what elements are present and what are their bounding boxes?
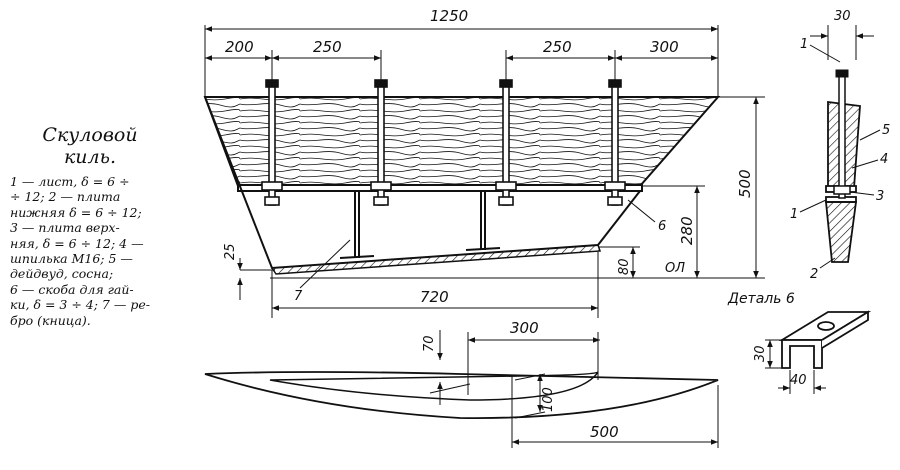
- studs-m16: [261, 79, 626, 206]
- dim-80: 80: [617, 258, 632, 275]
- legend-line: бро (кница).: [10, 312, 91, 328]
- detail-label: Деталь 6: [727, 291, 795, 307]
- legend-line: няя, δ = 6 ÷ 12; 4 —: [10, 235, 144, 251]
- section-stud: [838, 73, 846, 199]
- dim-250-left: 250: [313, 38, 342, 56]
- legend-line: ÷ 12; 2 — плита: [10, 189, 121, 205]
- legend-line: дейдвуд, сосна;: [10, 266, 114, 282]
- baseline-label: ОЛ: [665, 261, 685, 276]
- caption-legend: 1 — лист, δ = 6 ÷ ÷ 12; 2 — плита нижняя…: [10, 174, 170, 328]
- legend-line: 3 — плита верх-: [10, 220, 120, 236]
- legend-line: 6 — скоба для гай-: [10, 281, 134, 297]
- callout-7: 7: [294, 289, 303, 304]
- callout-2: 2: [810, 267, 818, 282]
- dim-200: 200: [225, 38, 254, 56]
- plan-outline: [204, 371, 719, 419]
- dimension-lines: [204, 25, 765, 318]
- dim-720: 720: [420, 288, 449, 306]
- dim-plan-100: 100: [541, 387, 556, 412]
- dim-250-right: 250: [543, 38, 572, 56]
- figure-caption: Скуловой киль. 1 — лист, δ = 6 ÷ ÷ 12; 2…: [10, 124, 170, 328]
- dim-plan-500: 500: [590, 423, 619, 441]
- plan-view: [204, 330, 719, 448]
- dimension-texts: 1250 200 250 250 300 500 280 80 25 720 О…: [223, 7, 754, 306]
- section-texts: 30 1 5 4 3 1 2 Деталь 6: [727, 9, 890, 307]
- callout-4: 4: [880, 152, 888, 167]
- callout-6: 6: [658, 219, 666, 234]
- dim-500: 500: [736, 169, 754, 198]
- callout-1: 1: [790, 207, 798, 222]
- callout-1-top: 1: [800, 37, 808, 52]
- caption-title-1: Скуловой: [42, 124, 138, 146]
- bracket-detail: [765, 310, 872, 394]
- dim-280: 280: [678, 216, 696, 245]
- legend-line: 1 — лист, δ = 6 ÷: [10, 174, 130, 189]
- deadwood-timber: [203, 96, 721, 187]
- section-bilge-plate: [825, 201, 858, 263]
- dim-30-section: 30: [834, 9, 851, 24]
- dim-bracket-30: 30: [753, 345, 768, 362]
- dim-300: 300: [650, 38, 679, 56]
- section-view: [799, 25, 881, 269]
- dim-25: 25: [223, 243, 238, 260]
- callout-3: 3: [876, 189, 884, 204]
- legend-line: шпилька М16; 5 —: [10, 251, 133, 267]
- side-view: [203, 25, 765, 318]
- dim-plan-300: 300: [510, 319, 539, 337]
- dim-bracket-40: 40: [790, 373, 807, 388]
- caption-title-2: киль.: [63, 146, 117, 168]
- legend-line: нижняя δ = 6 ÷ 12;: [10, 204, 142, 220]
- callout-5: 5: [882, 123, 890, 138]
- leader-lines: [299, 199, 656, 289]
- legend-line: ки, δ = 3 ÷ 4; 7 — ре-: [10, 297, 150, 313]
- dim-1250: 1250: [430, 7, 468, 25]
- ribs: [339, 190, 501, 259]
- upper-plate: [237, 184, 643, 192]
- dim-plan-70: 70: [422, 335, 437, 352]
